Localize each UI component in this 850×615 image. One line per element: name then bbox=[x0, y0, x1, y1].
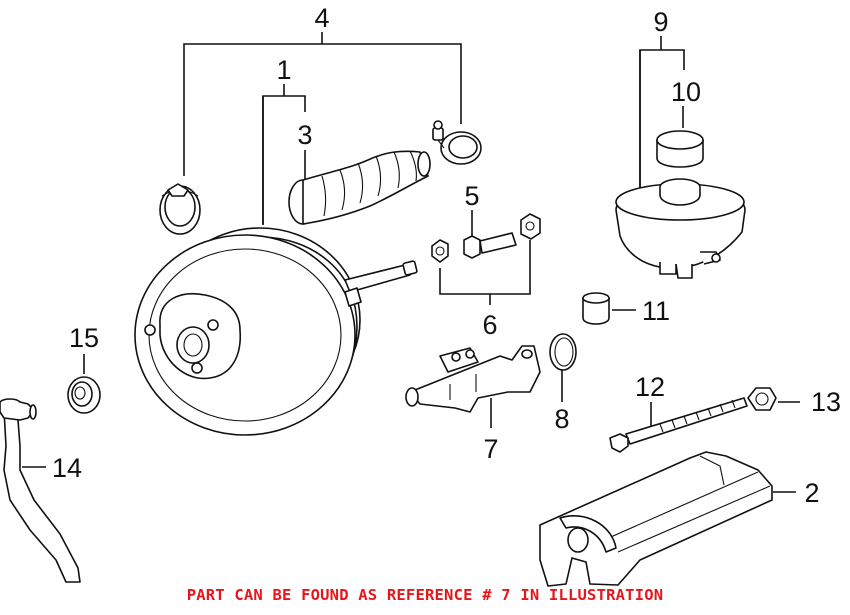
callout-4: 4 bbox=[314, 3, 329, 33]
long-bolt bbox=[609, 397, 748, 453]
callout-8: 8 bbox=[554, 404, 569, 434]
flange-nut bbox=[747, 387, 777, 411]
callout-7: 7 bbox=[483, 434, 498, 464]
callout-6: 6 bbox=[482, 310, 497, 340]
reference-note: PART CAN BE FOUND AS REFERENCE # 7 IN IL… bbox=[186, 586, 664, 604]
brake-booster bbox=[134, 227, 418, 436]
hose-clamp-right bbox=[432, 120, 482, 165]
callout-9: 9 bbox=[653, 7, 668, 37]
seal-ring bbox=[549, 333, 577, 371]
vacuum-hose bbox=[0, 398, 81, 583]
callout-13: 13 bbox=[811, 387, 841, 417]
reservoir-cap bbox=[656, 130, 704, 168]
grommet bbox=[582, 292, 610, 325]
callout-11: 11 bbox=[642, 296, 670, 326]
callout-2: 2 bbox=[804, 478, 819, 508]
callout-15: 15 bbox=[69, 323, 99, 353]
callout-14: 14 bbox=[52, 453, 82, 483]
callout-12: 12 bbox=[635, 372, 665, 402]
callout-4-leader bbox=[183, 32, 462, 176]
master-cylinder bbox=[405, 345, 541, 413]
callout-6-leader bbox=[439, 240, 531, 305]
mounting-bracket bbox=[539, 451, 773, 587]
fluid-reservoir bbox=[615, 178, 746, 279]
callout-10: 10 bbox=[671, 77, 701, 107]
callout-5: 5 bbox=[464, 181, 479, 211]
callout-3: 3 bbox=[297, 120, 312, 150]
stud-and-nuts bbox=[431, 213, 541, 263]
bellows-boot bbox=[288, 150, 431, 225]
hose-grommet bbox=[67, 376, 101, 414]
hose-clamp-left bbox=[159, 183, 201, 235]
callout-1: 1 bbox=[276, 55, 291, 85]
